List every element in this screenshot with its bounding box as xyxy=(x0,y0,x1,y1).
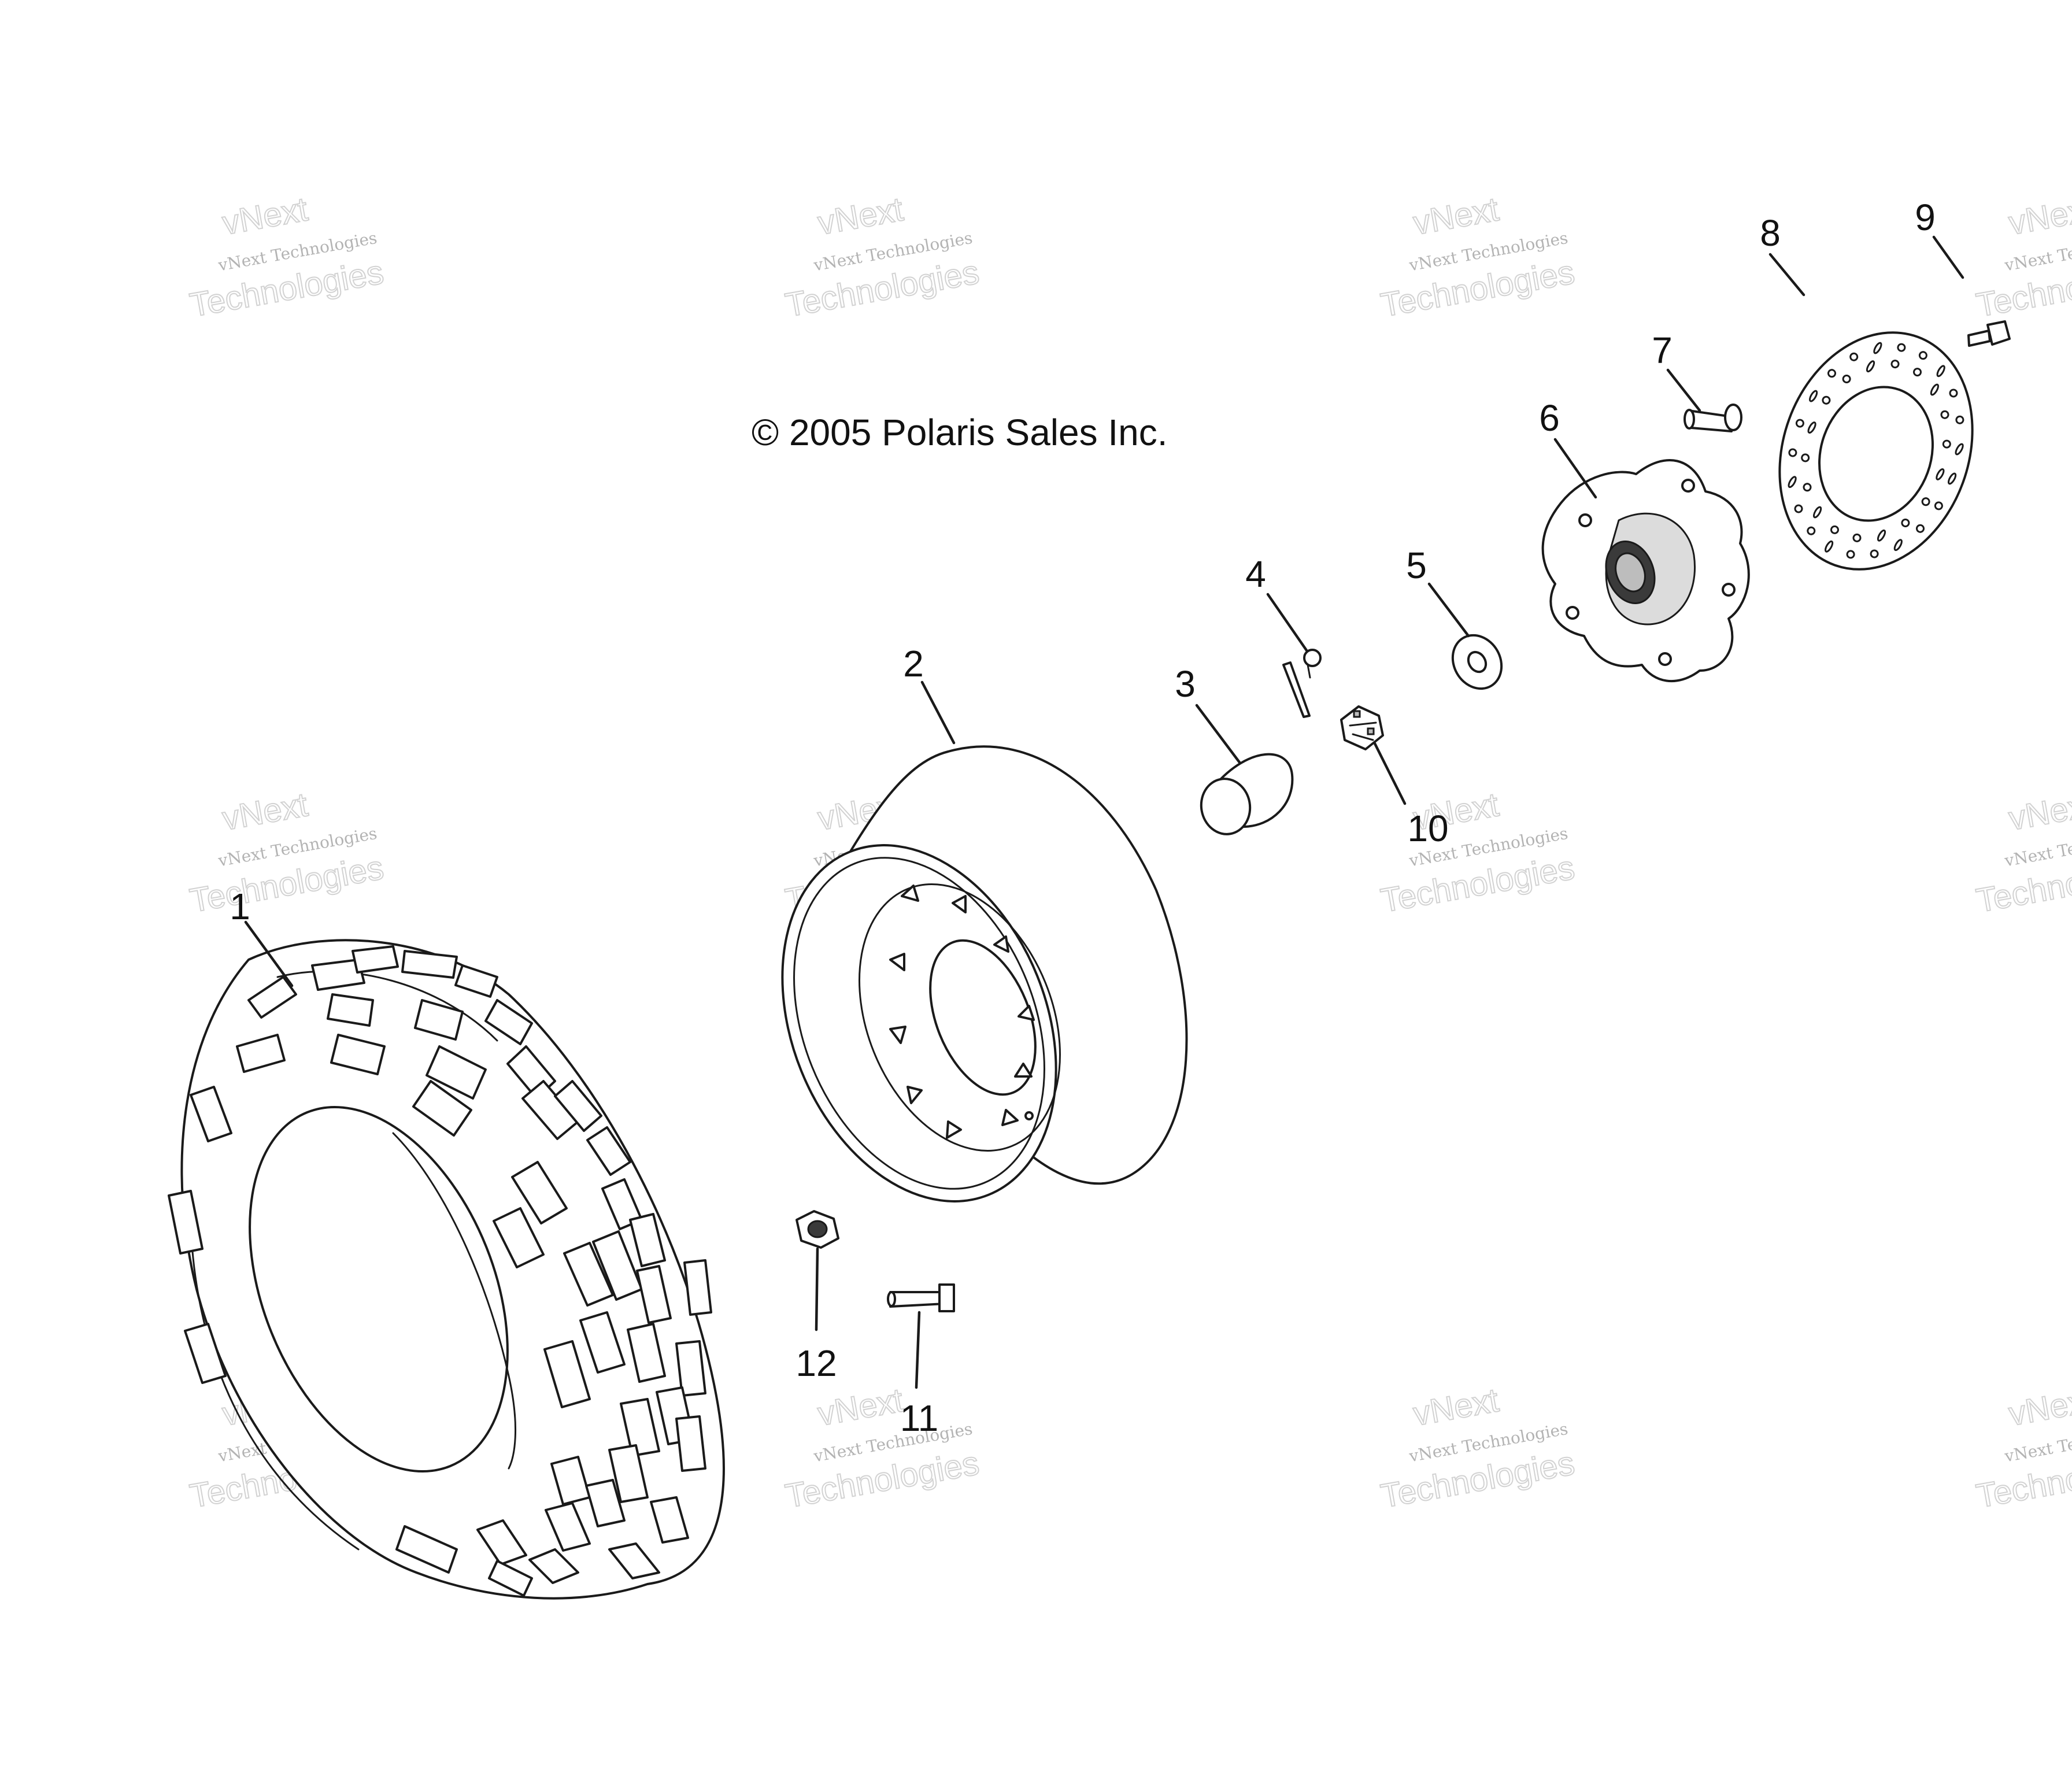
callout-1: 1 xyxy=(230,886,250,927)
disc-hole xyxy=(1955,443,1964,456)
disc-drill-holes xyxy=(1788,342,1964,559)
disc-hole xyxy=(1897,343,1906,352)
disc-hole xyxy=(1801,453,1810,462)
disc-hole xyxy=(1934,501,1943,510)
watermark-text: Technologies xyxy=(187,849,387,920)
wheel-stud-part xyxy=(1684,404,1742,432)
callout-4: 4 xyxy=(1245,553,1266,595)
watermark-text: Technologies xyxy=(783,1444,982,1515)
cotter-pin-part xyxy=(1282,649,1322,718)
castle-nut-part xyxy=(1340,705,1384,750)
watermark-text: Technologies xyxy=(187,253,387,324)
brake-disc-part xyxy=(1778,331,1974,571)
disc-hole xyxy=(1849,352,1859,361)
watermark-text: Technologies xyxy=(1378,253,1578,324)
disc-hole xyxy=(1918,351,1927,360)
disc-hole xyxy=(1807,526,1816,535)
disc-hole xyxy=(1830,525,1839,534)
callout-3: 3 xyxy=(1175,663,1196,705)
disc-hole xyxy=(1809,390,1818,402)
wheel-hub-part xyxy=(1541,459,1750,683)
disc-hole xyxy=(1940,410,1949,419)
callout-9: 9 xyxy=(1915,197,1936,238)
watermark-text: vNext xyxy=(220,190,310,242)
disc-hole xyxy=(1948,472,1957,485)
hub-cap-part xyxy=(1200,753,1294,835)
tire-tread xyxy=(168,945,712,1597)
callout-5: 5 xyxy=(1406,545,1427,586)
rim-bolt-part xyxy=(887,1283,955,1312)
disc-hole xyxy=(1921,497,1930,506)
flange-nut-part xyxy=(796,1210,839,1249)
washer-part xyxy=(1451,634,1503,690)
watermark-text: Technologies xyxy=(783,253,982,324)
disc-hole xyxy=(1936,468,1945,480)
disc-hole xyxy=(1842,375,1851,383)
disc-hole xyxy=(1901,519,1910,527)
watermark-text: vNext xyxy=(815,190,906,242)
disc-hole xyxy=(1893,539,1903,552)
watermark-text: Technologies xyxy=(1378,1444,1578,1515)
disc-hole xyxy=(1795,419,1804,428)
callout-11: 11 xyxy=(900,1397,938,1439)
rim-bolt-holes xyxy=(889,885,1035,1139)
watermark-text: vNext xyxy=(2006,190,2072,242)
disc-hole xyxy=(1873,342,1882,354)
disc-hole xyxy=(1788,476,1797,489)
watermark-text: vNext xyxy=(815,1381,906,1433)
copyright-text: © 2005 Polaris Sales Inc. xyxy=(752,412,1168,453)
disc-hole xyxy=(1825,540,1834,553)
watermark-text: vNext xyxy=(1411,1381,1501,1433)
disc-hole xyxy=(1955,415,1964,424)
callout-12: 12 xyxy=(796,1342,837,1384)
watermark-text: vNext xyxy=(220,786,310,838)
disc-hole xyxy=(1807,421,1816,434)
disc-hole xyxy=(1942,439,1951,449)
disc-hole xyxy=(1794,504,1803,513)
watermark-text: vNext xyxy=(2006,1381,2072,1433)
wheel-rim-part xyxy=(781,745,1188,1202)
disc-hole xyxy=(1870,549,1879,558)
disc-hole xyxy=(1846,550,1855,559)
disc-hole xyxy=(1890,360,1900,369)
disc-hole xyxy=(1827,369,1836,378)
disc-hole xyxy=(1877,529,1886,542)
callout-7: 7 xyxy=(1652,330,1673,371)
disc-hole xyxy=(1949,388,1958,398)
disc-hole xyxy=(1852,533,1862,542)
callout-numbers: 1 2 3 4 5 6 7 8 9 10 11 12 xyxy=(230,197,1936,1439)
disc-hole xyxy=(1916,524,1925,533)
disc-hole xyxy=(1936,365,1945,378)
callout-10: 10 xyxy=(1407,808,1448,849)
watermark-text: Technologies xyxy=(1378,849,1578,920)
callout-8: 8 xyxy=(1760,212,1781,254)
disc-bolt-part xyxy=(1967,320,2011,347)
tire-part xyxy=(168,939,725,1600)
disc-hole xyxy=(1913,368,1922,377)
disc-hole xyxy=(1866,360,1875,373)
callout-6: 6 xyxy=(1539,397,1560,439)
disc-hole xyxy=(1930,383,1939,396)
disc-hole xyxy=(1788,448,1797,457)
disc-hole xyxy=(1803,483,1812,492)
disc-hole xyxy=(1822,395,1831,405)
disc-hole xyxy=(1813,506,1822,519)
watermark-text: vNext xyxy=(2006,786,2072,838)
callout-2: 2 xyxy=(903,643,924,684)
leader-lines xyxy=(244,235,1964,1389)
watermark-text: vNext xyxy=(1411,190,1501,242)
